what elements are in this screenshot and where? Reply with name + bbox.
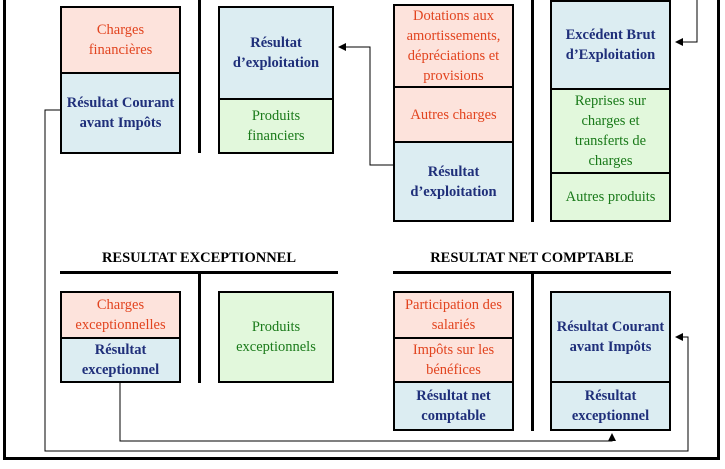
produits-financiers-box: Produits financiers [218, 98, 334, 154]
reprises-box: Reprises sur charges et transferts de ch… [550, 88, 671, 174]
net-resultat-courant-box: Résultat Courant avant Impôts [550, 291, 671, 383]
arrow-into-ebe [675, 0, 698, 46]
arrow-exploitation-to-courant [338, 43, 393, 166]
ebe-label: Excédent Brut d’Exploitation [565, 27, 656, 63]
section-title-exceptionnel: RESULTAT EXCEPTIONNEL [101, 250, 297, 266]
t-account-divider [531, 271, 534, 431]
resultat-courant-label: Résultat Courant avant Impôts [66, 95, 175, 131]
t-account-divider [198, 271, 201, 383]
resultat-courant-box: Résultat Courant avant Impôts [60, 72, 181, 154]
impots-box: Impôts sur les bénéfices [393, 337, 514, 383]
reprises-label: Reprises sur charges et transferts de ch… [574, 93, 647, 169]
t-account-divider [531, 0, 534, 222]
resultat-exceptionnel-box: Résultat exceptionnel [60, 337, 181, 383]
t-account-divider [198, 0, 201, 153]
participation-label: Participation des salariés [404, 297, 503, 333]
resultat-exploitation-label: Résultat d’exploitation [232, 35, 320, 71]
net-resultat-courant-label: Résultat Courant avant Impôts [556, 319, 665, 355]
autres-produits-box: Autres produits [550, 172, 671, 222]
arrow-exceptionnel-to-net [119, 383, 616, 442]
resultat-exploitation-result-label: Résultat d’exploitation [410, 163, 497, 200]
charges-exceptionnelles-label: Charges exceptionnelles [75, 297, 166, 333]
resultat-exceptionnel-label: Résultat exceptionnel [81, 342, 160, 378]
resultat-exploitation-result-box: Résultat d’exploitation [393, 141, 514, 222]
resultat-exploitation-box: Résultat d’exploitation [218, 6, 334, 100]
participation-box: Participation des salariés [393, 291, 514, 339]
dotations-box: Dotations aux amortissements, dépréciati… [393, 4, 514, 88]
arrow-courant-to-net [44, 109, 689, 452]
charges-exceptionnelles-box: Charges exceptionnelles [60, 291, 181, 339]
produits-financiers-label: Produits financiers [247, 108, 305, 144]
produits-exceptionnels-box: Produits exceptionnels [218, 291, 334, 383]
ebe-box: Excédent Brut d’Exploitation [550, 0, 671, 90]
section-title-net: RESULTAT NET COMPTABLE [430, 250, 634, 266]
charges-financieres-label: Charges financières [88, 22, 153, 58]
outer-frame [3, 0, 720, 460]
net-resultat-exceptionnel-label: Résultat exceptionnel [571, 388, 650, 424]
autres-charges-label: Autres charges [410, 106, 497, 123]
dotations-label: Dotations aux amortissements, dépréciati… [406, 8, 501, 84]
autres-charges-box: Autres charges [393, 86, 514, 143]
impots-label: Impôts sur les bénéfices [412, 342, 495, 378]
autres-produits-label: Autres produits [565, 189, 656, 205]
produits-exceptionnels-label: Produits exceptionnels [236, 319, 316, 355]
resultat-net-label: Résultat net comptable [416, 388, 491, 424]
resultat-net-box: Résultat net comptable [393, 381, 514, 431]
net-resultat-exceptionnel-box: Résultat exceptionnel [550, 381, 671, 431]
